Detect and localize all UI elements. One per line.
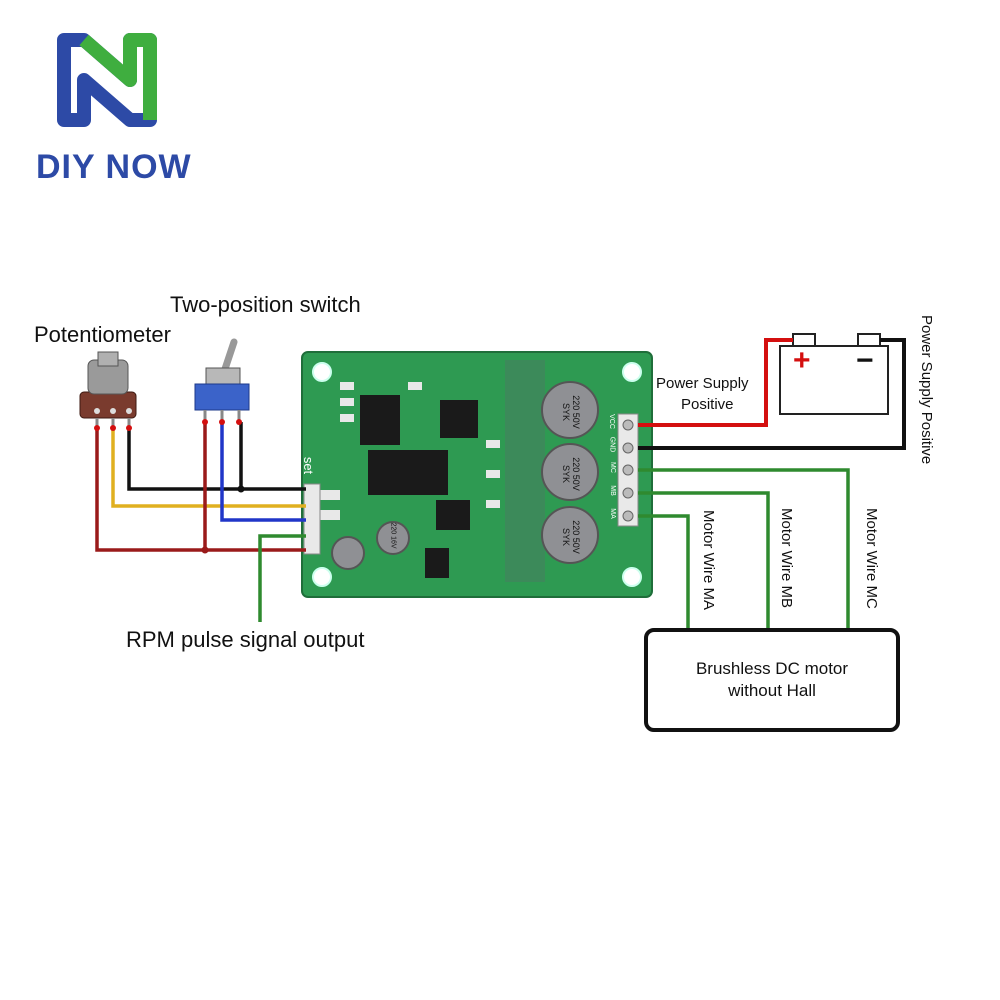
motor-box: Brushless DC motor without Hall	[644, 628, 900, 732]
potentiometer-label: Potentiometer	[34, 322, 171, 347]
motor-wire-mb-label: Motor Wire MB	[778, 508, 795, 609]
capacitor-1-label: 220 50V SYK	[561, 395, 581, 429]
power-positive-label-line2: Positive	[681, 396, 734, 413]
motor-wire-ma-label: Motor Wire MA	[700, 510, 717, 611]
rpm-output-label: RPM pulse signal output	[126, 627, 365, 652]
small-capacitor-label: 220 16V	[389, 522, 397, 549]
terminal-mc: MC	[608, 462, 616, 473]
logo-text: DIY NOW	[36, 148, 192, 186]
motor-label-line2: without Hall	[728, 681, 816, 700]
capacitor-3-label: 220 50V SYK	[561, 520, 581, 554]
terminal-ma: MA	[608, 508, 616, 519]
potentiometer-icon	[79, 351, 137, 428]
wires	[95, 338, 906, 628]
motor-wire-mc-label: Motor Wire MC	[863, 508, 880, 609]
driver-board	[301, 351, 653, 598]
terminal-mb: MB	[608, 485, 616, 496]
motor-label-line1: Brushless DC motor	[695, 659, 849, 678]
terminal-gnd: GND	[608, 436, 616, 453]
battery-minus-symbol: −	[856, 344, 874, 377]
toggle-switch-icon	[194, 338, 250, 422]
battery-plus-symbol: +	[793, 344, 811, 377]
power-positive-label-line1: Power Supply	[656, 375, 749, 392]
board-set-label: set	[301, 456, 317, 475]
capacitor-2-label: 220 50V SYK	[561, 457, 581, 491]
terminal-vcc: VCC	[607, 414, 615, 429]
switch-label: Two-position switch	[170, 292, 361, 317]
diy-now-logo-icon	[57, 33, 157, 127]
battery-icon	[779, 333, 889, 415]
power-positive-vertical-label: Power Supply Positive	[918, 315, 935, 465]
